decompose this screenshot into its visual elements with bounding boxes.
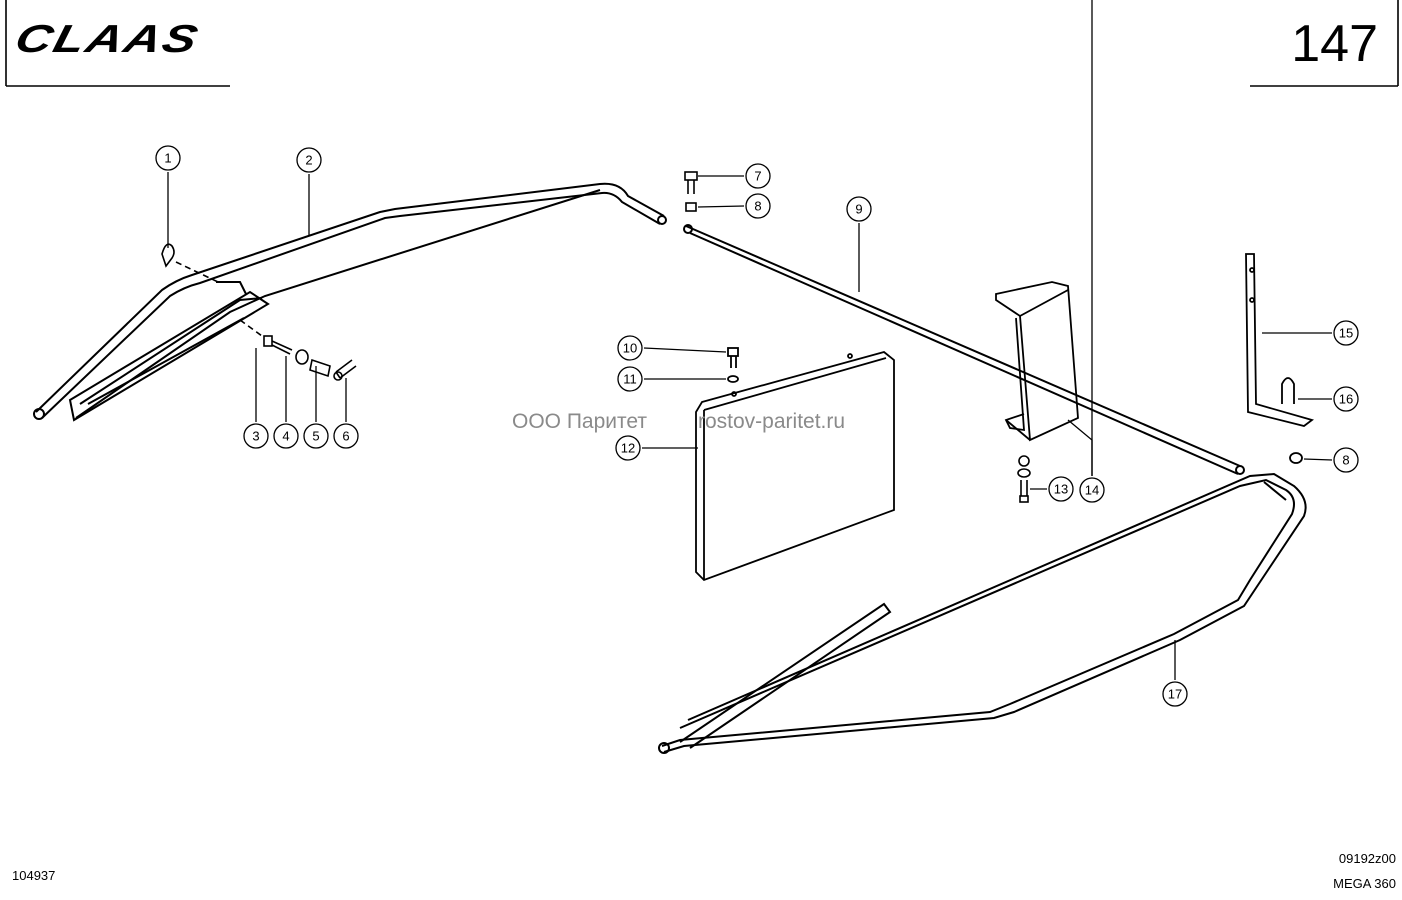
callout-labels: 1 2 3 4 5 6 7 8 9 10 11 12 13 14 15 16 8… [164, 151, 1353, 702]
callout-circles [155, 145, 1359, 707]
part-2-left-rail [33, 182, 667, 422]
part-15-angle-bracket [1245, 253, 1314, 464]
part-17-right-rail [658, 472, 1307, 754]
fastener-group-13 [1017, 455, 1031, 503]
callout-9-circle [846, 196, 872, 222]
callout-6-circle [333, 423, 359, 449]
callout-2: 2 [305, 153, 312, 168]
model-label: MEGA 360 [1333, 876, 1396, 891]
callout-4-circle [273, 423, 299, 449]
callout-12: 12 [621, 441, 635, 456]
callout-3: 3 [252, 429, 259, 444]
callout-4: 4 [282, 429, 289, 444]
sheet-code: 09192z00 [1338, 851, 1396, 866]
callout-2-circle [296, 147, 322, 173]
callout-13-circle [1048, 476, 1074, 502]
watermark-company: ООО Паритет [512, 410, 648, 433]
callout-15-circle [1333, 320, 1359, 346]
callout-5: 5 [312, 429, 319, 444]
callout-11-circle [617, 366, 643, 392]
callout-12-circle [615, 435, 641, 461]
fastener-group-left [161, 243, 357, 381]
callout-5-circle [303, 423, 329, 449]
callout-9: 9 [855, 202, 862, 217]
drawing-id: 104937 [12, 868, 56, 883]
callout-16-circle [1333, 386, 1359, 412]
sheet-frame [5, 0, 1399, 87]
callout-17-circle [1162, 681, 1188, 707]
part-12-cover-panel [695, 347, 895, 582]
callout-8b: 8 [1342, 453, 1349, 468]
fastener-group-center [684, 171, 698, 212]
part-9-crossbar [683, 224, 1245, 475]
callout-14: 14 [1085, 483, 1099, 498]
callout-13: 13 [1054, 482, 1068, 497]
callout-1: 1 [164, 151, 171, 166]
callout-10: 10 [623, 341, 637, 356]
callout-15: 15 [1339, 326, 1353, 341]
callout-8: 8 [754, 199, 761, 214]
callout-14-circle [1079, 477, 1105, 503]
callout-16: 16 [1339, 392, 1353, 407]
callout-7-circle [745, 163, 771, 189]
callout-11: 11 [623, 372, 637, 387]
callout-3-circle [243, 423, 269, 449]
callout-6: 6 [342, 429, 349, 444]
callout-17: 17 [1168, 687, 1182, 702]
callout-1-circle [155, 145, 181, 171]
part-14-support-bracket [995, 281, 1079, 442]
callout-8b-circle [1333, 447, 1359, 473]
callout-8-circle [745, 193, 771, 219]
page-number: 147 [1291, 15, 1378, 73]
watermark-site: rostov-paritet.ru [698, 410, 846, 433]
callout-7: 7 [754, 169, 761, 184]
leader-lines [167, 0, 1333, 680]
callout-10-circle [617, 335, 643, 361]
